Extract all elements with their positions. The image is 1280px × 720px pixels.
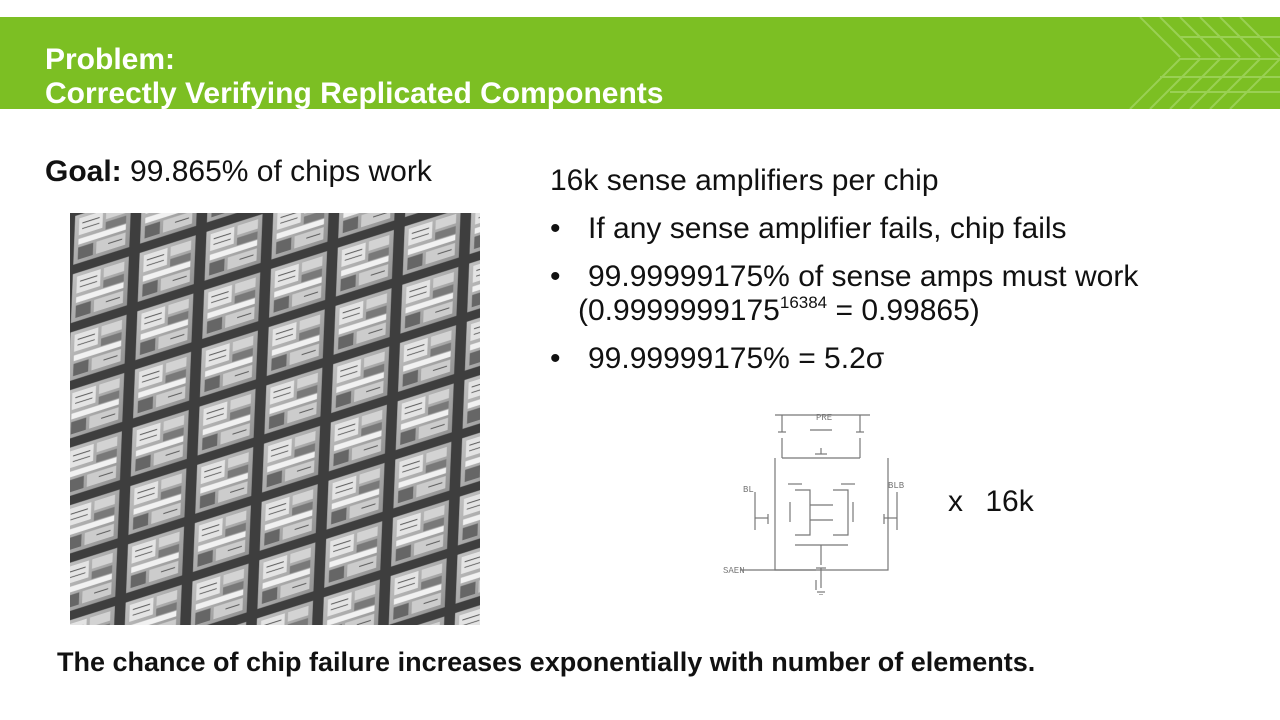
circuit-label-blb: BLB: [888, 481, 905, 491]
circuit-trace-pattern-icon: [1129, 17, 1280, 109]
bullet-dot: •: [550, 212, 561, 245]
lead-text: 16k sense amplifiers per chip: [550, 164, 939, 197]
bullet-any-fail: • If any sense amplifier fails, chip fai…: [550, 212, 1270, 246]
circuit-label-bl: BL: [743, 485, 754, 495]
replication-multiplier: x 16k: [948, 485, 1034, 518]
bullet-dot: •: [550, 342, 561, 375]
title-line-2: Correctly Verifying Replicated Component…: [45, 77, 664, 109]
formula-result: = 0.99865): [827, 294, 980, 327]
circuit-label-saen: SAEN: [723, 566, 745, 576]
bullet-yield-requirement: • 99.99999175% of sense amps must work: [550, 260, 1270, 294]
goal-label: Goal:: [45, 155, 122, 188]
yield-formula: (0.999999917516384 = 0.99865): [550, 294, 1270, 328]
goal-statement: Goal: 99.865% of chips work: [45, 154, 432, 190]
goal-text: 99.865% of chips work: [121, 155, 432, 188]
formula-base: (0.9999999175: [578, 294, 780, 327]
conclusion-text: The chance of chip failure increases exp…: [57, 647, 1036, 677]
silicon-wafer-image: [70, 213, 480, 625]
bullet-1-text: If any sense amplifier fails, chip fails: [588, 212, 1067, 245]
sense-amplifier-schematic: PRE BL BLB SAEN: [723, 413, 905, 595]
title-line-1: Problem:: [45, 43, 176, 76]
page-title: Problem: Correctly Verifying Replicated …: [45, 43, 663, 109]
circuit-label-pre: PRE: [816, 413, 832, 423]
bullet-2-text: 99.99999175% of sense amps must work: [588, 260, 1139, 293]
formula-exponent: 16384: [779, 293, 828, 312]
title-banner: Problem: Correctly Verifying Replicated …: [0, 17, 1280, 109]
bullet-sigma: • 99.99999175% = 5.2σ: [550, 342, 1270, 376]
sense-amp-explanation: 16k sense amplifiers per chip • If any s…: [550, 162, 1270, 376]
bullet-3-text: 99.99999175% = 5.2σ: [588, 342, 885, 375]
bullet-dot: •: [550, 260, 561, 293]
